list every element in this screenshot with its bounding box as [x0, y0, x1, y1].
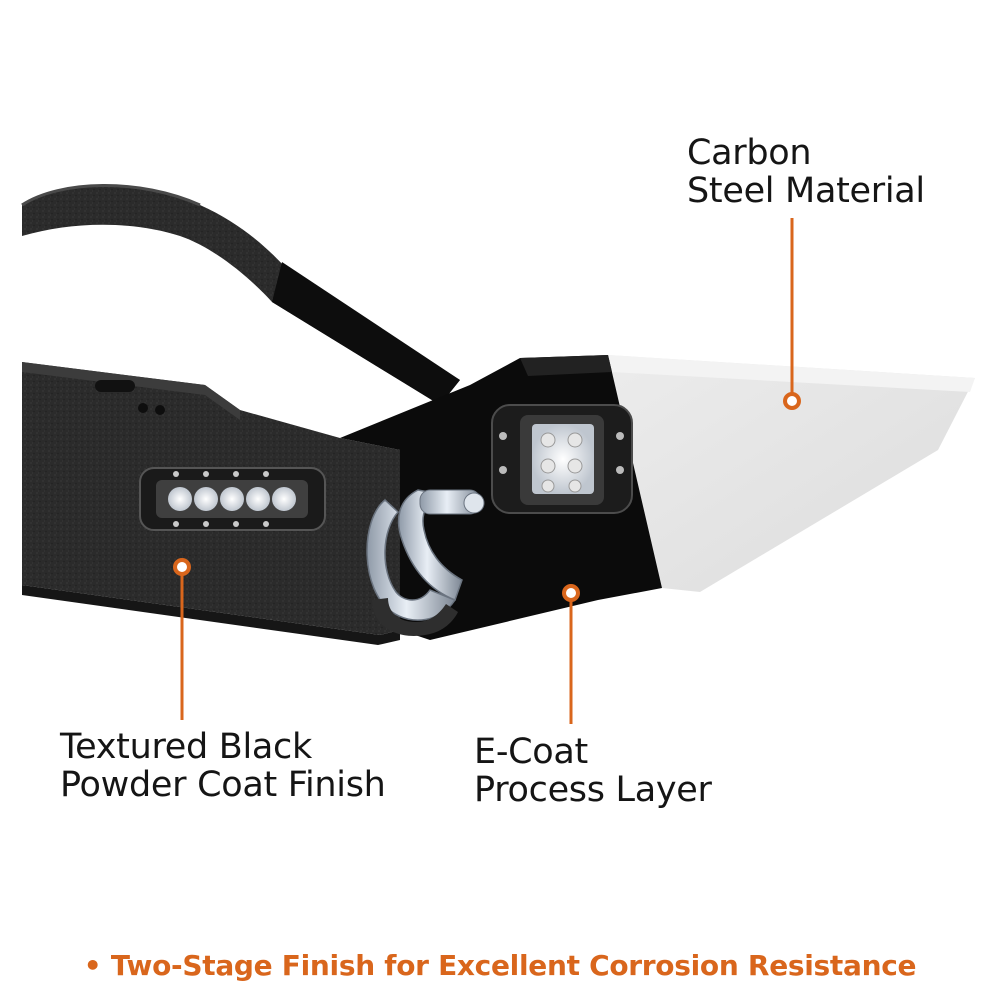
footer-text: Two-Stage Finish for Excellent Corrosion…: [110, 949, 917, 982]
label-carbon-line1: Carbon: [687, 133, 812, 173]
label-ecoat-line2: Process Layer: [474, 770, 712, 810]
footer-tagline: • Two-Stage Finish for Excellent Corrosi…: [0, 948, 1000, 984]
d-ring-shackle: [366, 489, 485, 636]
pod-light: [491, 404, 633, 514]
led-light-bar: [139, 467, 326, 531]
label-powder-coat: Textured Black Powder Coat Finish: [60, 728, 386, 804]
label-carbon-steel: Carbon Steel Material: [687, 134, 925, 210]
label-ecoat-line1: E-Coat: [474, 732, 588, 772]
callout-ecoat: [562, 584, 580, 724]
footer-bullet: •: [83, 949, 102, 982]
callout-textured: [173, 558, 191, 720]
callout-carbon: [783, 218, 801, 410]
label-ecoat: E-Coat Process Layer: [474, 733, 712, 809]
label-carbon-line2: Steel Material: [687, 171, 925, 211]
label-textured-line2: Powder Coat Finish: [60, 765, 386, 805]
label-textured-line1: Textured Black: [60, 727, 312, 767]
stinger-tube: [21, 184, 460, 405]
